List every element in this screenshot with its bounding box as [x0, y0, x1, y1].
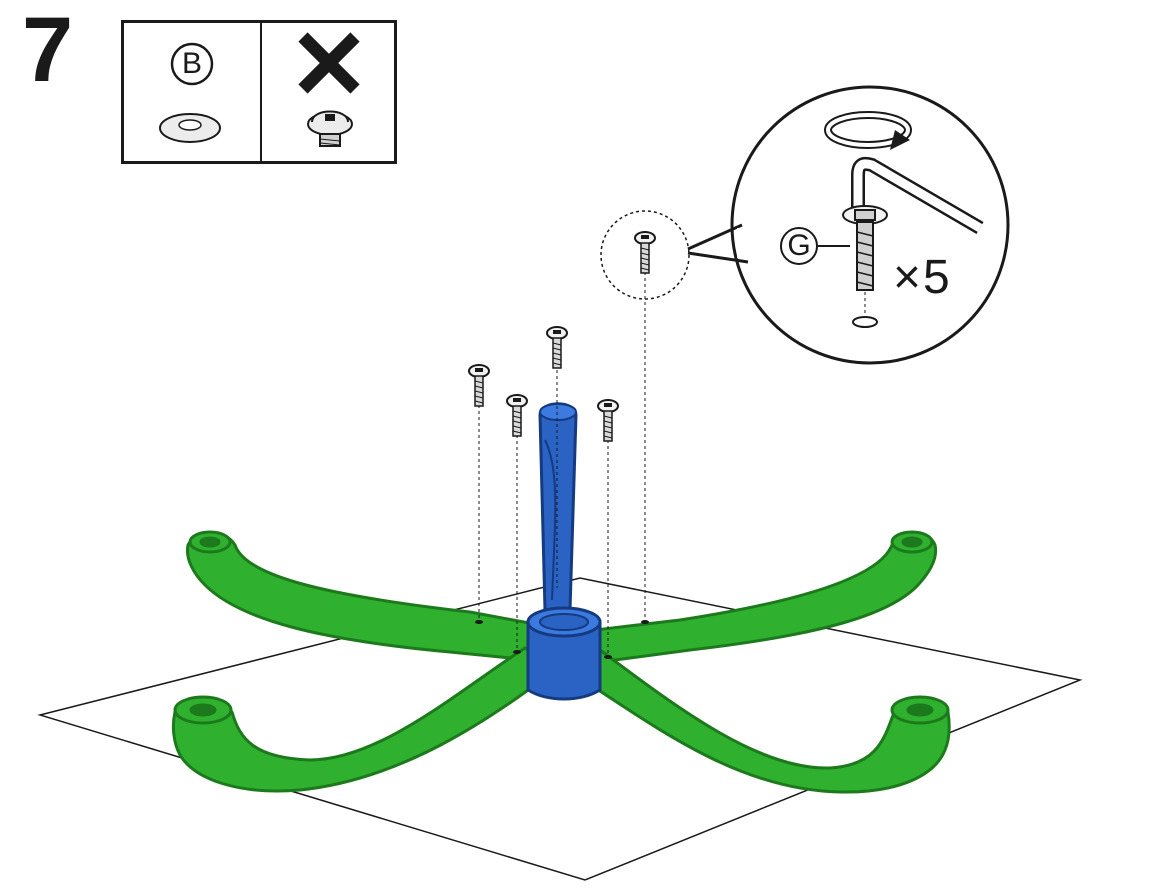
part-g-label: G [787, 229, 811, 262]
quantity-label: ×5 [893, 251, 952, 304]
washer-icon [159, 113, 221, 143]
screw-holes [475, 620, 649, 659]
screw-icon [597, 399, 619, 442]
parts-box [121, 20, 397, 164]
screw-icon [546, 326, 568, 369]
cross-icon [298, 32, 360, 94]
parts-box-divider [260, 23, 262, 161]
gas-lift-column [526, 402, 602, 638]
screw-guide-lines [478, 272, 646, 655]
leg-caps [173, 530, 950, 725]
part-g-marker [780, 227, 850, 265]
screw-icon [468, 364, 490, 407]
rotate-arrow-icon [824, 111, 912, 150]
cap-screw-icon [307, 110, 353, 147]
parts-box-graphics [159, 32, 360, 147]
detail-callout [600, 85, 1010, 365]
hole-icon [852, 316, 878, 328]
part-b-label: B [181, 47, 202, 80]
chair-base-star [171, 531, 951, 794]
step-number: 7 [22, 0, 74, 101]
allen-key-icon [851, 156, 984, 235]
detail-screw-icon [842, 205, 888, 316]
screw-icon [506, 394, 528, 437]
screw-icon [634, 231, 656, 274]
